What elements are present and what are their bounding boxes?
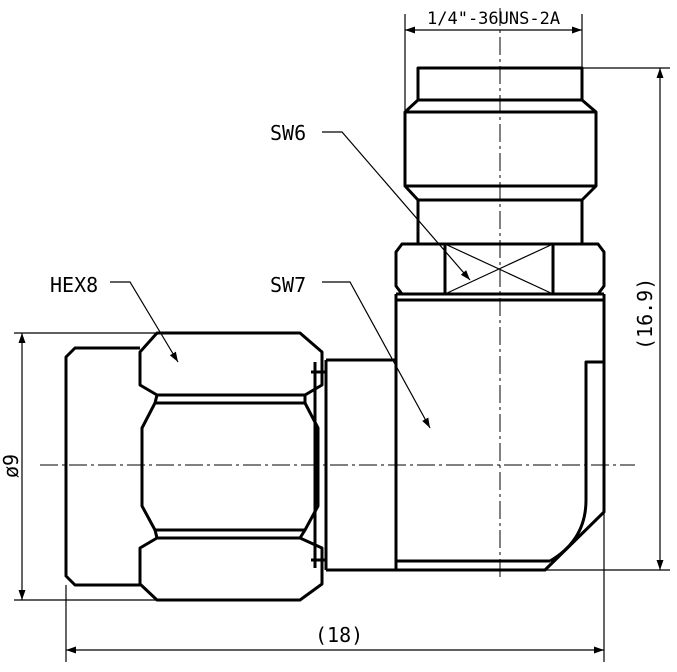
hex8-label: HEX8 (50, 273, 98, 297)
length-label: (18) (315, 623, 363, 647)
threaded-outlet (403, 66, 598, 244)
thread-label: 1/4"-36UNS-2A (427, 9, 560, 29)
diameter-label: ø9 (0, 454, 23, 478)
height-label: (16.9) (633, 278, 657, 350)
leaders (110, 131, 471, 429)
dimension-thread (404, 14, 583, 110)
dimension-length (65, 512, 605, 662)
cable-end (64, 346, 140, 587)
sw6-label: SW6 (270, 121, 306, 145)
dimension-height (545, 67, 670, 571)
dimension-diameter (14, 332, 157, 601)
hex8-nut (138, 331, 324, 602)
sw7-label: SW7 (270, 273, 306, 297)
